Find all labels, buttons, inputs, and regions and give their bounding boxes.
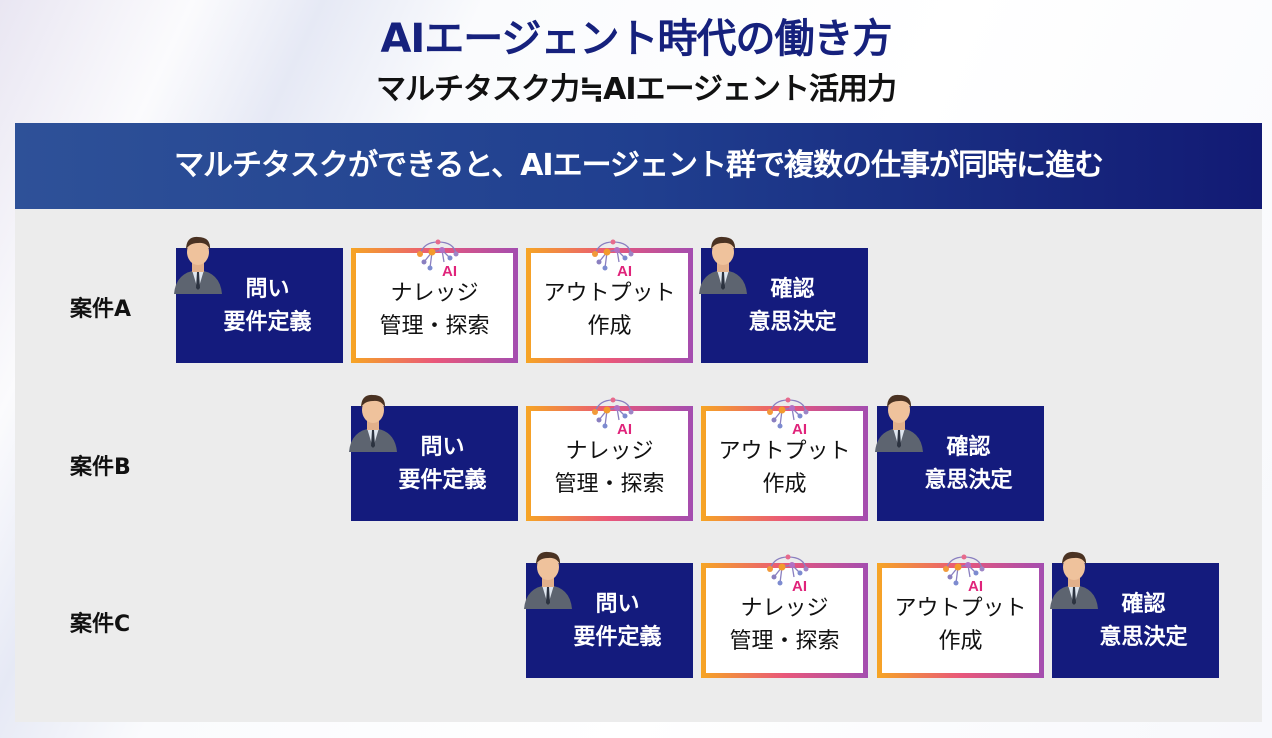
step-label-line1: アウトプット (718, 439, 851, 464)
banner: マルチタスクができると、AIエージェント群で複数の仕事が同時に進む (15, 123, 1262, 209)
ai-brain-icon: AI (589, 396, 637, 438)
ai-brain-icon: AI (589, 238, 637, 280)
human-step-box: 確認意思決定 (1050, 551, 1219, 678)
ai-step-box: AI アウトプット作成 (526, 239, 693, 363)
case-label: 案件C (70, 612, 131, 637)
step-label-line2: 意思決定 (748, 309, 837, 335)
human-step-box: 確認意思決定 (875, 394, 1044, 521)
step-label-line2: 要件定義 (398, 467, 487, 493)
step-label-line1: アウトプット (543, 281, 676, 306)
step-label-line1: ナレッジ (565, 439, 654, 464)
person-icon (875, 390, 923, 452)
step-label-line1: ナレッジ (390, 281, 479, 306)
step-label-line2: 要件定義 (573, 624, 662, 650)
human-step-box: 問い要件定義 (349, 394, 518, 521)
svg-text:AI: AI (792, 578, 807, 593)
human-step-box: 確認意思決定 (699, 236, 868, 363)
step-label-line2: 意思決定 (924, 467, 1013, 493)
step-label-line1: 確認 (946, 434, 991, 460)
person-icon (699, 232, 747, 294)
person-icon (349, 390, 397, 452)
case-label: 案件A (70, 297, 132, 322)
ai-brain-icon: AI (414, 238, 462, 280)
human-step-box: 問い要件定義 (524, 551, 693, 678)
svg-text:AI: AI (442, 263, 457, 278)
step-label-line1: 問い (245, 276, 290, 302)
step-label-line2: 要件定義 (223, 309, 312, 335)
ai-step-box: AI ナレッジ管理・探索 (526, 397, 693, 521)
case-label: 案件B (70, 455, 131, 480)
step-label-line2: 作成 (762, 472, 807, 497)
svg-text:AI: AI (968, 578, 983, 593)
ai-step-box: AI ナレッジ管理・探索 (351, 239, 518, 363)
step-label-line2: 管理・探索 (379, 314, 490, 339)
page-subtitle: マルチタスク力≒AIエージェント活用力 (376, 72, 897, 107)
ai-brain-icon: AI (764, 553, 812, 595)
step-label-line1: 問い (595, 591, 640, 617)
ai-step-box: AI アウトプット作成 (701, 397, 868, 521)
step-label-line1: アウトプット (894, 596, 1027, 621)
step-label-line2: 意思決定 (1099, 624, 1188, 650)
page-title: AIエージェント時代の働き方 (380, 16, 892, 62)
ai-step-box: AI ナレッジ管理・探索 (701, 554, 868, 678)
step-label-line2: 作成 (587, 314, 632, 339)
step-label-line1: 確認 (770, 276, 815, 302)
step-label-line1: ナレッジ (740, 596, 829, 621)
ai-brain-icon: AI (940, 553, 988, 595)
step-label-line2: 管理・探索 (729, 629, 840, 654)
person-icon (1050, 547, 1098, 609)
svg-text:AI: AI (617, 263, 632, 278)
ai-brain-icon: AI (764, 396, 812, 438)
svg-text:AI: AI (617, 421, 632, 436)
step-label-line1: 確認 (1121, 591, 1166, 617)
person-icon (524, 547, 572, 609)
svg-text:AI: AI (792, 421, 807, 436)
human-step-box: 問い要件定義 (174, 236, 343, 363)
person-icon (174, 232, 222, 294)
step-label-line1: 問い (420, 434, 465, 460)
ai-step-box: AI アウトプット作成 (877, 554, 1044, 678)
step-label-line2: 作成 (938, 629, 983, 654)
step-label-line2: 管理・探索 (554, 472, 665, 497)
